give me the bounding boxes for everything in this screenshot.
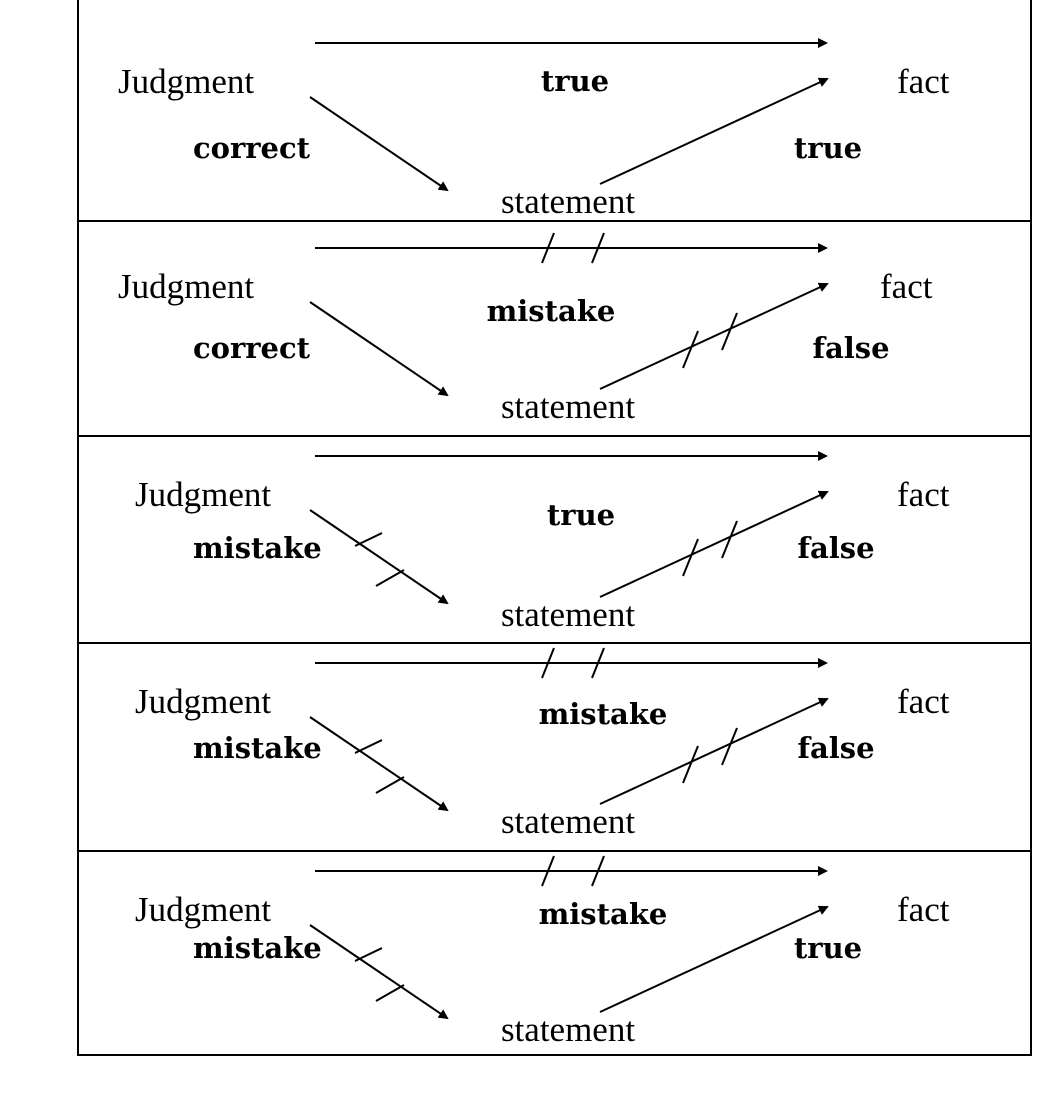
break-mark <box>354 947 383 962</box>
right-relation-label: true <box>794 931 862 965</box>
left-relation-label: mistake <box>193 531 322 565</box>
statement-label: statement <box>501 1010 635 1049</box>
fact-label: fact <box>897 62 950 101</box>
panel-3: Judgment fact statement true mistake false <box>78 435 1031 634</box>
statement-fact-arrow <box>599 905 829 1013</box>
break-mark <box>541 647 555 679</box>
judgment-label: Judgment <box>135 890 271 929</box>
statement-fact-arrow <box>599 77 829 185</box>
break-mark <box>591 232 605 264</box>
break-mark <box>541 855 555 887</box>
outer-frame <box>77 0 1032 1056</box>
statement-label: statement <box>501 387 635 426</box>
statement-fact-arrow <box>599 282 829 390</box>
panel-2: Judgment fact statement mistake correct false <box>78 220 1031 426</box>
middle-relation-label: mistake <box>487 294 616 328</box>
panel-1: Judgment fact statement true correct true <box>118 38 950 221</box>
break-mark <box>375 569 405 587</box>
middle-relation-label: true <box>541 64 609 98</box>
break-mark <box>354 739 383 754</box>
judgment-statement-arrow <box>309 509 449 605</box>
right-relation-label: false <box>797 531 874 565</box>
judgment-label: Judgment <box>135 475 271 514</box>
right-relation-label: false <box>812 331 889 365</box>
break-mark <box>541 232 555 264</box>
break-mark <box>375 776 405 794</box>
break-mark <box>721 727 738 766</box>
judgment-label: Judgment <box>118 267 254 306</box>
middle-relation-label: true <box>547 498 615 532</box>
right-relation-label: true <box>794 131 862 165</box>
judgment-statement-arrow <box>309 301 449 397</box>
left-relation-label: correct <box>193 131 311 165</box>
break-mark <box>682 330 699 369</box>
break-mark <box>682 538 699 577</box>
statement-label: statement <box>501 595 635 634</box>
break-mark <box>682 745 699 784</box>
panel-5: Judgment fact statement mistake mistake true <box>78 850 1031 1049</box>
left-relation-label: correct <box>193 331 311 365</box>
judgment-statement-arrow <box>309 924 449 1020</box>
break-mark <box>591 647 605 679</box>
left-relation-label: mistake <box>193 931 322 965</box>
fact-label: fact <box>880 267 933 306</box>
judgment-label: Judgment <box>135 682 271 721</box>
judgment-statement-arrow <box>309 716 449 812</box>
judgment-statement-arrow <box>309 96 449 192</box>
panel-4: Judgment fact statement mistake mistake false <box>78 642 1031 841</box>
right-relation-label: false <box>797 731 874 765</box>
statement-label: statement <box>501 802 635 841</box>
break-mark <box>354 532 383 547</box>
statement-fact-arrow <box>599 697 829 805</box>
statement-label: statement <box>501 182 635 221</box>
middle-relation-label: mistake <box>539 897 668 931</box>
fact-label: fact <box>897 890 950 929</box>
fact-label: fact <box>897 475 950 514</box>
break-mark <box>721 520 738 559</box>
break-mark <box>591 855 605 887</box>
break-mark <box>721 312 738 351</box>
statement-fact-arrow <box>599 490 829 598</box>
middle-relation-label: mistake <box>539 697 668 731</box>
break-mark <box>375 984 405 1002</box>
fact-label: fact <box>897 682 950 721</box>
left-relation-label: mistake <box>193 731 322 765</box>
judgment-label: Judgment <box>118 62 254 101</box>
